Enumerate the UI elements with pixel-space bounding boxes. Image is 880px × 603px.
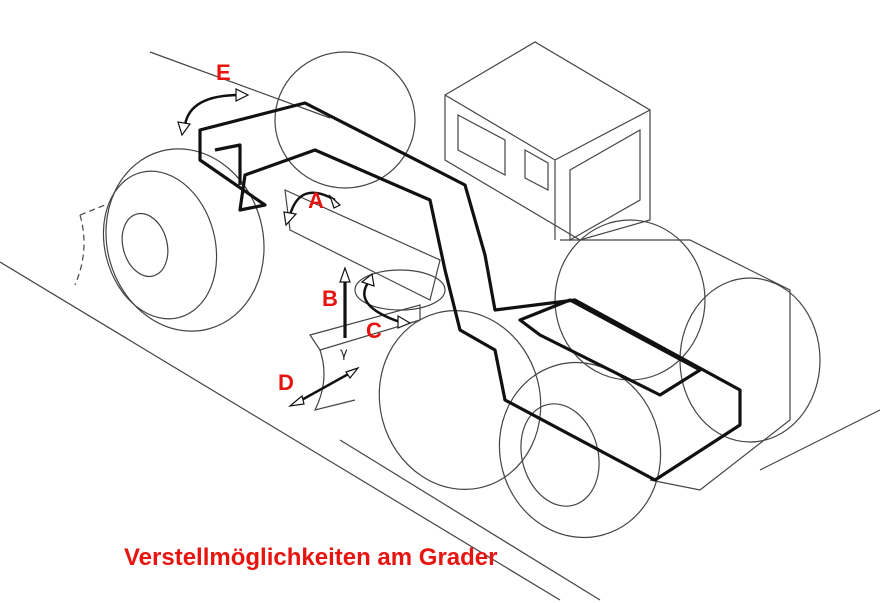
rear-wheel-2 (498, 361, 662, 539)
front-wheel-right (274, 51, 416, 189)
cab-edges (444, 94, 651, 240)
circle-turntable (354, 269, 446, 311)
label-b: B (322, 286, 338, 311)
rear-wheel-4 (679, 277, 821, 443)
blade-left-ghost (74, 204, 106, 286)
diagram-caption: Verstellmöglichkeiten am Grader (124, 544, 498, 571)
arrow-c (363, 279, 401, 324)
cab-windows (457, 114, 641, 242)
arrow-e-heads (177, 88, 250, 137)
arrow-d-shaft (297, 370, 353, 404)
ground-line-back (149, 51, 331, 119)
engine-body (560, 239, 791, 491)
blade-face (313, 349, 356, 411)
front-wheel-left-hub (102, 170, 218, 320)
ground-line-right (759, 409, 880, 471)
rear-wheel-2-rim (520, 403, 600, 507)
label-e: E (216, 60, 231, 85)
arrow-e (183, 93, 241, 126)
arrow-a-heads (283, 194, 342, 227)
ground-line-front (0, 261, 561, 601)
arrow-c-heads (360, 272, 412, 329)
front-wheel-left (105, 148, 265, 332)
arrow-b-head (339, 266, 351, 283)
blade-top (309, 304, 421, 351)
label-d: D (278, 370, 294, 395)
label-c: C (366, 318, 382, 343)
ground-line-mid (339, 439, 601, 601)
frame-details (214, 143, 702, 397)
arrow-d-heads (287, 366, 360, 407)
angle-gamma: γ (340, 346, 348, 361)
rear-wheel-1 (378, 310, 542, 490)
arrow-a (288, 191, 336, 216)
label-a: A (308, 188, 324, 213)
main-frame (198, 101, 742, 482)
cab (444, 41, 651, 241)
front-wheel-left-rim (121, 212, 169, 278)
